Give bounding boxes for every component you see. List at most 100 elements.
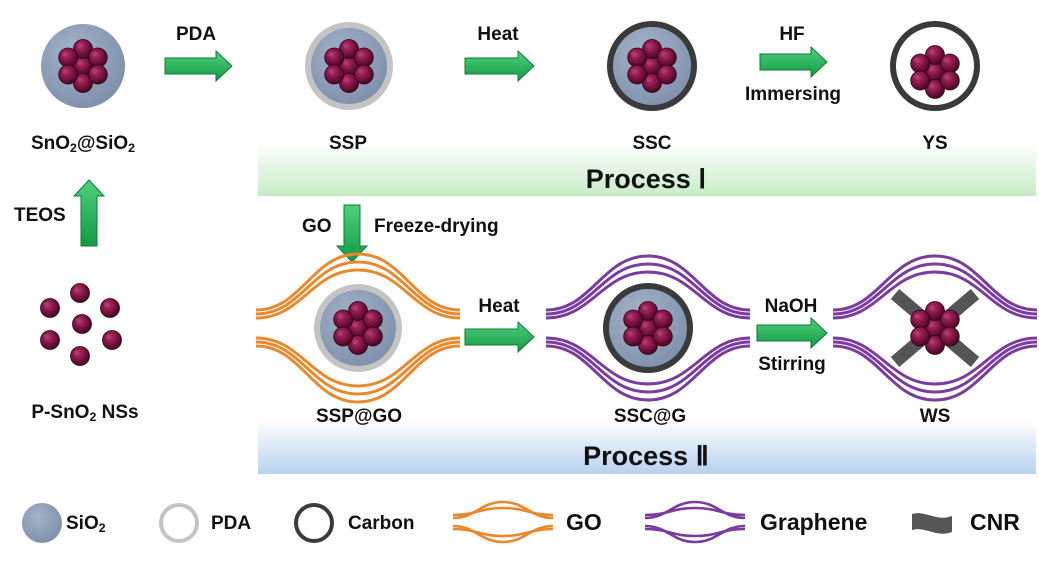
sno2-highlight (357, 51, 364, 57)
sno2-highlight (646, 60, 652, 66)
sno2-particle (642, 73, 662, 93)
legend-graphene-swatch-line (644, 506, 746, 517)
sno2-particle (638, 301, 658, 321)
sno2-particle (939, 326, 960, 347)
sno2-highlight (76, 318, 82, 324)
label-ssc-g: SSC@G (613, 406, 687, 427)
legend-cnr-label: CNR (970, 509, 1020, 535)
graphene-sheets-ssc-line (545, 340, 751, 394)
legend-sio2-label: SiO2 (66, 513, 106, 536)
step-naoh: NaOH (764, 296, 818, 317)
graphene-sheets-ssc-line (545, 344, 751, 402)
legend-graphene-swatch-line (644, 527, 746, 538)
sno2-highlight (357, 68, 364, 74)
sno2-highlight (337, 313, 343, 319)
graphene-sheets-ws-line (832, 340, 1038, 394)
sno2-particle (102, 330, 122, 350)
step-pda: PDA (175, 24, 217, 45)
sno2-highlight (328, 68, 334, 74)
legend-go-swatch-line (452, 527, 554, 538)
step-stirring: Stirring (758, 354, 826, 375)
sno2-highlight (929, 305, 935, 311)
sno2-particle (348, 335, 368, 355)
sno2-particle (925, 45, 945, 65)
sno2-highlight (914, 74, 920, 80)
sno2-highlight (631, 51, 637, 57)
go-sheets-ssp-line (255, 336, 461, 388)
label-sno2-sio2: SnO2@SiO2 (30, 133, 136, 156)
graphene-sheets-ws (832, 254, 1038, 402)
sno2-highlight (943, 313, 950, 319)
arrow-pda (164, 49, 233, 83)
sno2-highlight (337, 330, 343, 336)
sno2-highlight (943, 74, 950, 80)
ssc-g-particle (603, 283, 693, 373)
sno2-highlight (343, 43, 349, 49)
go-sheets-ssp-line (255, 344, 461, 404)
go-sheets-ssp-line (255, 340, 461, 396)
graphene-sheets-ssc (545, 254, 751, 402)
step-heat-2: Heat (478, 296, 520, 317)
graphene-sheets-ws-line (832, 344, 1038, 402)
sno2-particle (324, 64, 345, 85)
sno2-particle (925, 79, 945, 99)
step-immersing: Immersing (744, 84, 842, 105)
sno2-highlight (352, 322, 358, 328)
go-sheets-ssp-line (255, 252, 461, 312)
sno2-highlight (62, 51, 68, 57)
sno2-particle (58, 64, 79, 85)
graphene-sheets-ws-line (832, 254, 1038, 312)
graphene-sheets-ssc-line (545, 262, 751, 316)
sno2-highlight (656, 313, 663, 319)
p-sno2-nanospheres (40, 283, 122, 366)
legend-graphene-label: Graphene (760, 509, 868, 535)
legend-go-label: GO (566, 509, 602, 535)
step-freeze-drying: Freeze-drying (374, 216, 499, 237)
legend-pda-swatch (159, 503, 199, 543)
sno2-highlight (660, 51, 667, 57)
process-2-band (258, 420, 1036, 474)
graphene-sheets-ws-line (832, 336, 1038, 386)
sno2-particle (40, 298, 60, 318)
sno2-particle (348, 301, 368, 321)
sno2-highlight (352, 305, 358, 311)
sno2-particle (87, 64, 108, 85)
sno2-particle (362, 309, 383, 330)
label-p-sno2-nss: P-SnO2 NSs (31, 402, 139, 425)
sno2-highlight (104, 302, 110, 308)
sno2-particle (656, 64, 677, 85)
sno2-particle (925, 301, 945, 321)
sno2-particle (333, 326, 354, 347)
sno2-particle (87, 47, 108, 68)
label-ws: WS (919, 406, 951, 427)
graphene-sheets-ssc-line (545, 254, 751, 312)
sno2-highlight (642, 305, 648, 311)
sno2-particle (72, 314, 92, 334)
sno2-particle (73, 73, 93, 93)
sno2-highlight (646, 43, 652, 49)
arrow-heat-2 (464, 320, 535, 354)
sno2-particle (353, 64, 374, 85)
sno2-highlight (366, 330, 373, 336)
ssc-particle (607, 21, 697, 111)
sno2-highlight (929, 66, 935, 72)
sno2-particle (939, 309, 960, 330)
legend-graphene-swatch-line (644, 524, 746, 544)
sno2-particle (58, 47, 79, 68)
sno2-particle (627, 64, 648, 85)
sno2-particle (656, 47, 677, 68)
arrow-naoh (756, 316, 828, 350)
sno2-highlight (929, 83, 935, 89)
sno2-highlight (656, 330, 663, 336)
sno2-highlight (929, 339, 935, 345)
sio2-swatch (22, 503, 62, 543)
sno2-highlight (343, 77, 349, 83)
sno2-highlight (328, 51, 334, 57)
pda-swatch (159, 503, 199, 543)
sno2-highlight (642, 322, 648, 328)
legend-carbon-label: Carbon (348, 513, 415, 534)
sno2-particle (70, 283, 90, 303)
label-ssp: SSP (328, 133, 368, 154)
sno2-particle (652, 326, 673, 347)
